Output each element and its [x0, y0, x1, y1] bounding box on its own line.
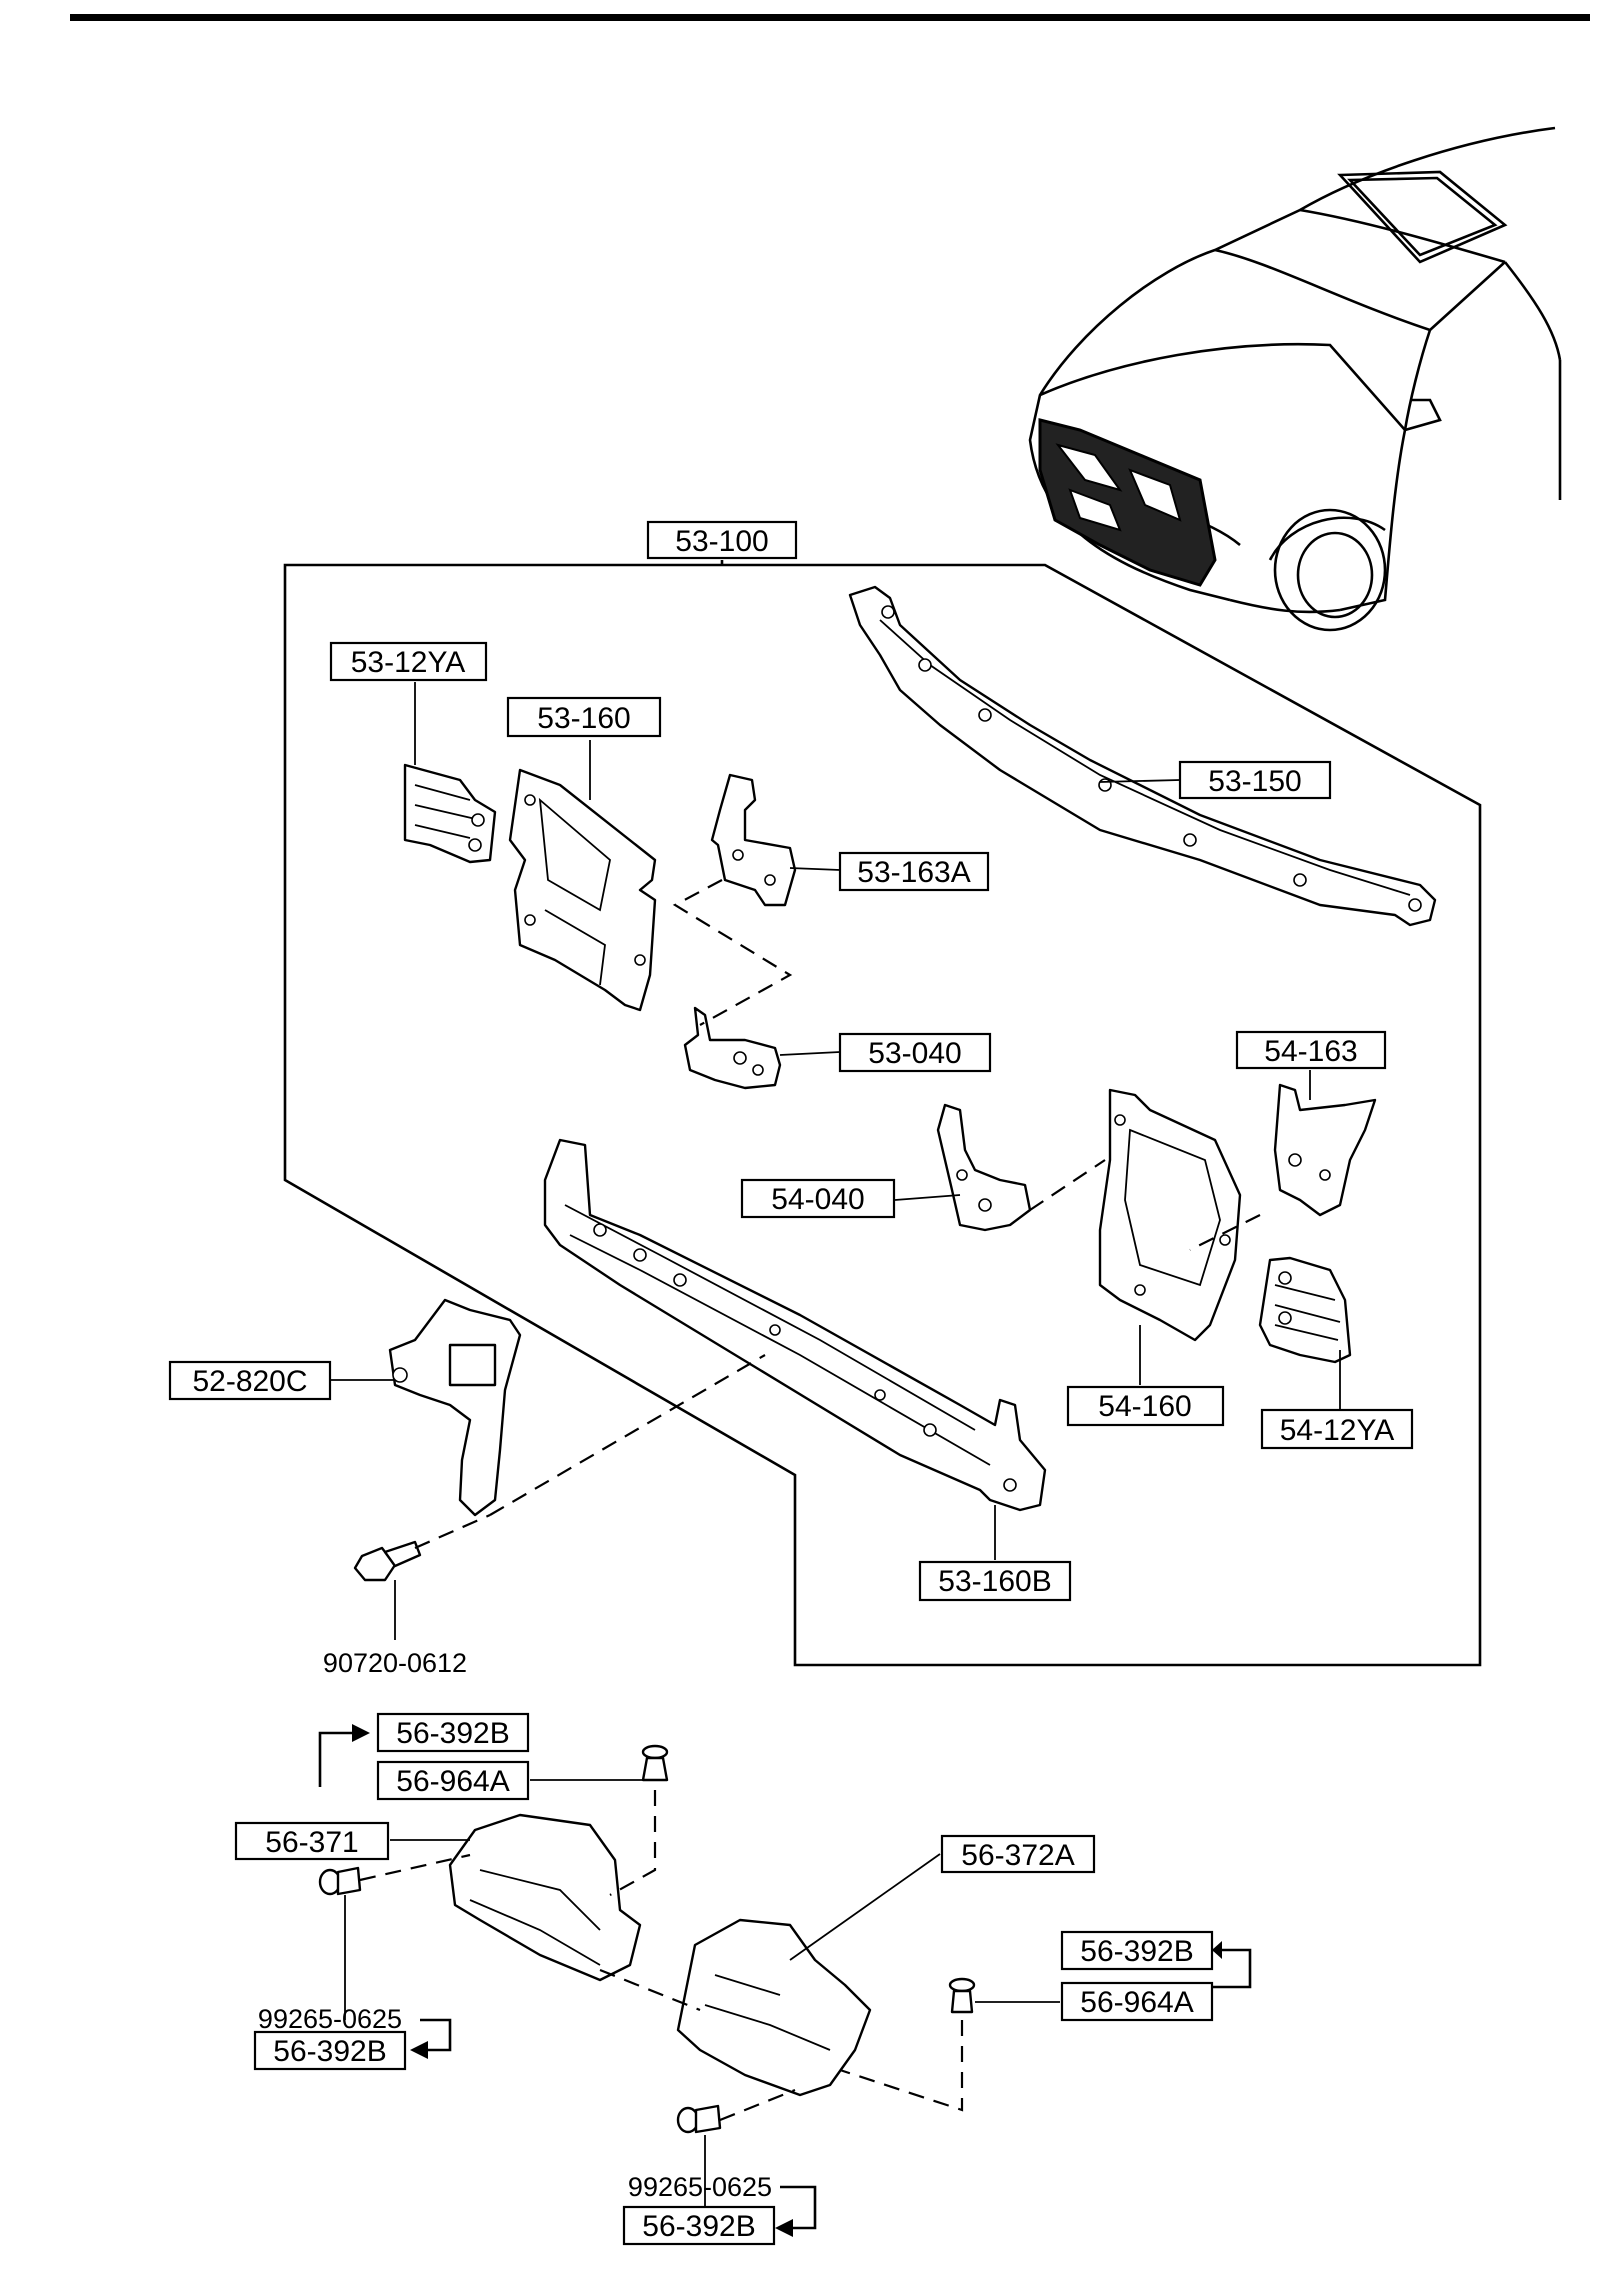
callout-label: 53-12YA [351, 646, 466, 679]
clip-left [318, 1866, 362, 1896]
part-54-040 [936, 1103, 1032, 1232]
part-56-371 [448, 1813, 642, 1982]
part-number-clip-left: 99265-0625 [258, 2004, 402, 2034]
callout-label: 54-160 [1098, 1390, 1191, 1423]
callout-54-160: 54-160 [1066, 1385, 1225, 1427]
callout-53-040: 53-040 [838, 1032, 992, 1073]
callout-56-964a-right: 56-964A [1060, 1981, 1214, 2022]
part-52-820c [388, 1298, 522, 1517]
callout-56-372a: 56-372A [940, 1834, 1096, 1874]
callout-label: 56-371 [265, 1826, 358, 1859]
callout-label: 56-392B [396, 1717, 509, 1750]
callout-label: 53-150 [1208, 765, 1301, 798]
callout-56-392b-left: 56-392B [253, 2030, 407, 2071]
callout-label: 54-040 [771, 1183, 864, 1216]
part-number-clip-bottom: 99265-0625 [628, 2172, 772, 2202]
callout-53-12ya: 53-12YA [329, 641, 488, 682]
clip-bottom [676, 2104, 722, 2134]
leader-lines [318, 682, 1341, 2237]
header-rule [70, 14, 1590, 21]
part-bolt [353, 1540, 422, 1582]
car-illustration [1028, 126, 1562, 632]
callout-label: 56-392B [642, 2210, 755, 2243]
callout-56-371: 56-371 [234, 1821, 390, 1861]
clip-upper [641, 1744, 669, 1782]
callout-label: 56-964A [1080, 1986, 1193, 2019]
callout-label: 56-392B [273, 2035, 386, 2068]
part-53-163a [710, 773, 797, 907]
callout-52-820c: 52-820C [168, 1360, 332, 1401]
callout-53-163a: 53-163A [838, 851, 990, 892]
callout-label: 56-392B [1080, 1935, 1193, 1968]
callout-label: 53-160B [938, 1565, 1051, 1598]
part-56-372a [676, 1918, 872, 2097]
callout-54-163: 54-163 [1235, 1030, 1387, 1070]
part-53-150 [848, 585, 1437, 927]
callout-53-160: 53-160 [506, 696, 662, 738]
callout-56-392b-right: 56-392B [1060, 1930, 1214, 1971]
clip-right [948, 1977, 976, 2014]
callout-label: 54-12YA [1280, 1414, 1395, 1447]
callout-56-392b-upper: 56-392B [376, 1712, 530, 1753]
part-53-160 [508, 768, 657, 1012]
part-53-12ya [403, 763, 497, 864]
callout-54-040: 54-040 [740, 1178, 896, 1219]
part-53-160b [543, 1138, 1047, 1512]
part-54-160 [1098, 1088, 1242, 1342]
part-54-12ya [1258, 1256, 1352, 1364]
callout-53-100: 53-100 [646, 520, 798, 560]
callout-label: 53-160 [537, 702, 630, 735]
part-53-040 [683, 1006, 782, 1090]
callout-label: 53-040 [868, 1037, 961, 1070]
callout-label: 52-820C [192, 1365, 307, 1398]
dashed-connectors [359, 879, 1261, 2122]
callout-56-964a-upper: 56-964A [376, 1760, 530, 1801]
callout-53-150: 53-150 [1178, 760, 1332, 800]
callout-label: 53-100 [675, 525, 768, 558]
callout-label: 54-163 [1264, 1035, 1357, 1068]
callout-label: 56-372A [961, 1839, 1074, 1872]
callout-54-12ya: 54-12YA [1260, 1408, 1414, 1450]
callout-label: 53-163A [857, 856, 970, 889]
part-54-163 [1273, 1083, 1377, 1217]
callout-53-160b: 53-160B [918, 1560, 1072, 1602]
callout-56-392b-bottom: 56-392B [622, 2205, 776, 2246]
part-number-bolt: 90720-0612 [323, 1648, 467, 1678]
callout-label: 56-964A [396, 1765, 509, 1798]
